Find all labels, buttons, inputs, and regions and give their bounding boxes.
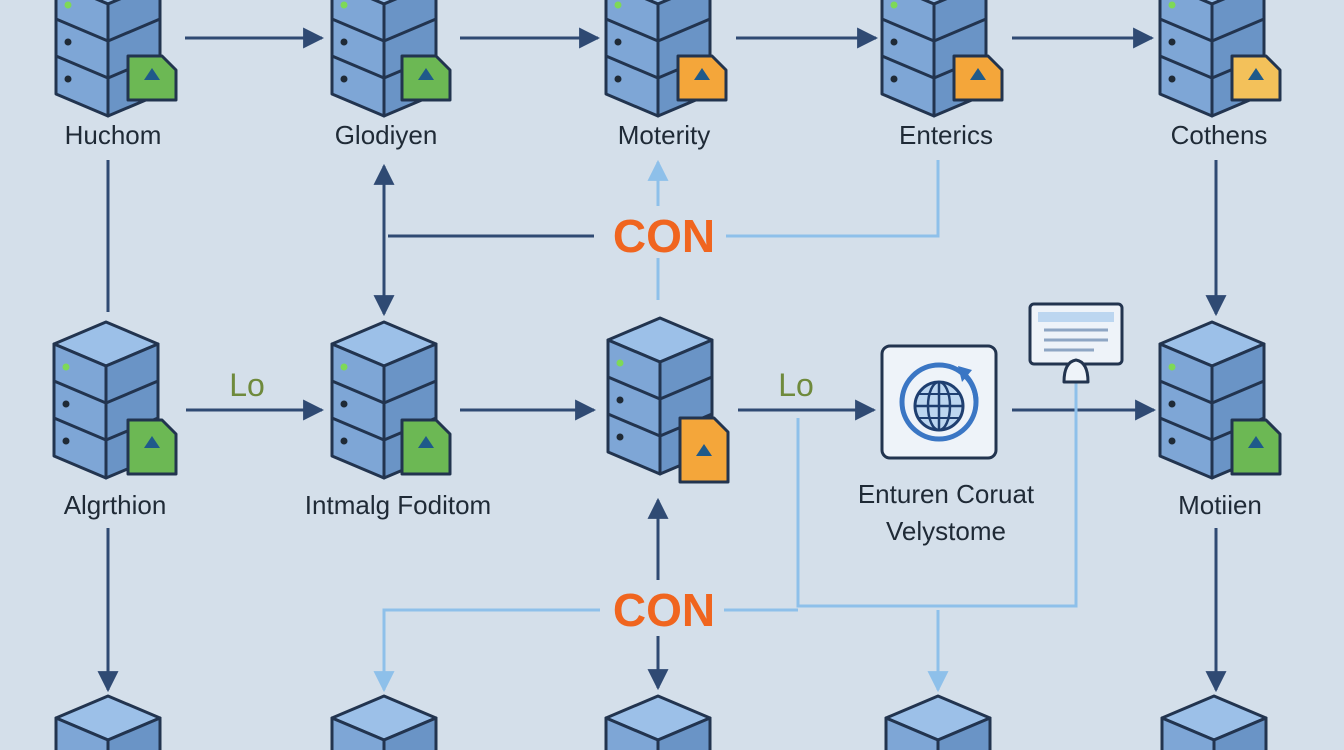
node-bottom-4[interactable] [884,694,992,750]
file-badge-icon [676,54,728,102]
node-label: Moterity [618,120,710,150]
node-huchom[interactable]: Huchom [54,0,178,150]
file-badge-icon [678,416,730,484]
node-intmalg-foditom[interactable]: Intmalg Foditom [305,320,491,520]
file-badge-icon [126,54,178,102]
node-label: Cothens [1171,120,1268,150]
node-bottom-1[interactable] [54,694,162,750]
edge-n4-hub-top [726,160,940,238]
hub-bottom-label: CON [613,584,715,636]
monitor-card[interactable] [1028,302,1124,384]
node-label: Enterics [899,120,993,150]
file-badge-icon [400,418,452,476]
connectors-dark [97,27,1227,693]
node-motiien[interactable]: Motiien [1158,320,1282,520]
node-label: Glodiyen [335,120,438,150]
node-central[interactable] [606,316,730,484]
node-label: Intmalg Foditom [305,490,491,520]
node-label: Algrthion [64,490,167,520]
node-bottom-5[interactable] [1160,694,1268,750]
hub-top-label: CON [613,210,715,262]
globe-sync-icon [899,362,979,442]
node-enterics[interactable]: Enterics [880,0,1004,150]
node-enturen-coruat-velystome[interactable]: Enturen Coruat Velystome [858,344,1035,546]
node-cothens[interactable]: Cothens [1158,0,1282,150]
node-bottom-2[interactable] [330,694,438,750]
file-badge-icon [1230,54,1282,102]
connectors-light [373,159,1078,693]
node-algrthion[interactable]: Algrthion [52,320,178,520]
file-badge-icon [126,418,178,476]
node-label-line1: Enturen Coruat [858,479,1035,509]
edge-label-lo-left: Lo [229,367,265,403]
edge-hub-bottom-n12 [373,608,600,693]
file-badge-icon [952,54,1004,102]
monitor-card-icon [1028,302,1124,384]
file-badge-icon [1230,418,1282,476]
edge-lo-right-hub-bottom [796,382,1078,608]
node-label: Motiien [1178,490,1262,520]
node-moterity[interactable]: Moterity [604,0,728,150]
file-badge-icon [400,54,452,102]
edge-label-lo-right: Lo [778,367,814,403]
node-label: Huchom [65,120,162,150]
node-bottom-3[interactable] [604,694,712,750]
node-label-line2: Velystome [886,516,1006,546]
node-glodiyen[interactable]: Glodiyen [330,0,452,150]
